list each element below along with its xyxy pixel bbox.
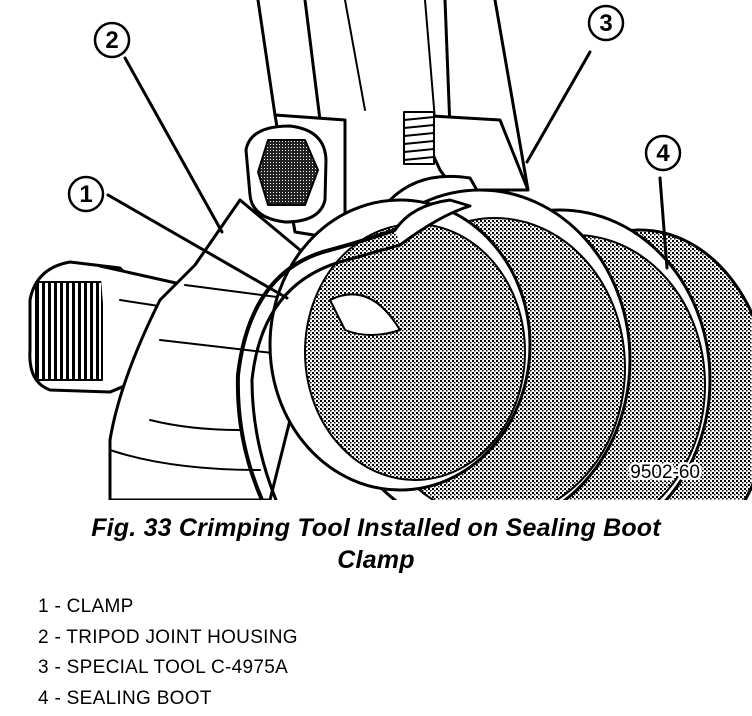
leader-lines	[106, 50, 669, 300]
callout-1-label: 1	[79, 181, 92, 208]
callout-3	[587, 4, 625, 42]
caption-line-1: Fig. 33 Crimping Tool Installed on Seali…	[91, 514, 661, 542]
callout-2-label: 2	[105, 27, 118, 54]
leader-4	[658, 176, 669, 270]
legend: 1 - CLAMP 2 - TRIPOD JOINT HOUSING 3 - S…	[38, 592, 298, 714]
leader-3	[525, 50, 592, 164]
caption-line-2: Clamp	[337, 546, 415, 574]
figure-caption: Fig. 33 Crimping Tool Installed on Seali…	[0, 512, 752, 576]
leader-1	[106, 193, 289, 300]
callout-2	[93, 21, 131, 59]
callout-4-label: 4	[656, 140, 670, 167]
callout-3-label: 3	[599, 10, 612, 37]
callout-4	[644, 134, 682, 172]
leader-2	[123, 56, 224, 234]
sealing-boot	[268, 188, 752, 500]
legend-item-sealing-boot: 4 - SEALING BOOT	[38, 687, 212, 709]
legend-item-special-tool: 3 - SPECIAL TOOL C-4975A	[38, 657, 289, 678]
crimping-tool	[244, 0, 530, 242]
legend-item-clamp: 1 - CLAMP	[38, 596, 134, 617]
figure-code: 9502-60	[630, 462, 700, 483]
boot-clamp	[235, 198, 472, 500]
legend-item-tripod-joint-housing: 2 - TRIPOD JOINT HOUSING	[38, 626, 298, 648]
callout-1	[67, 175, 105, 213]
figure-illustration: 2 1 3 4 9502-60	[28, 0, 752, 500]
